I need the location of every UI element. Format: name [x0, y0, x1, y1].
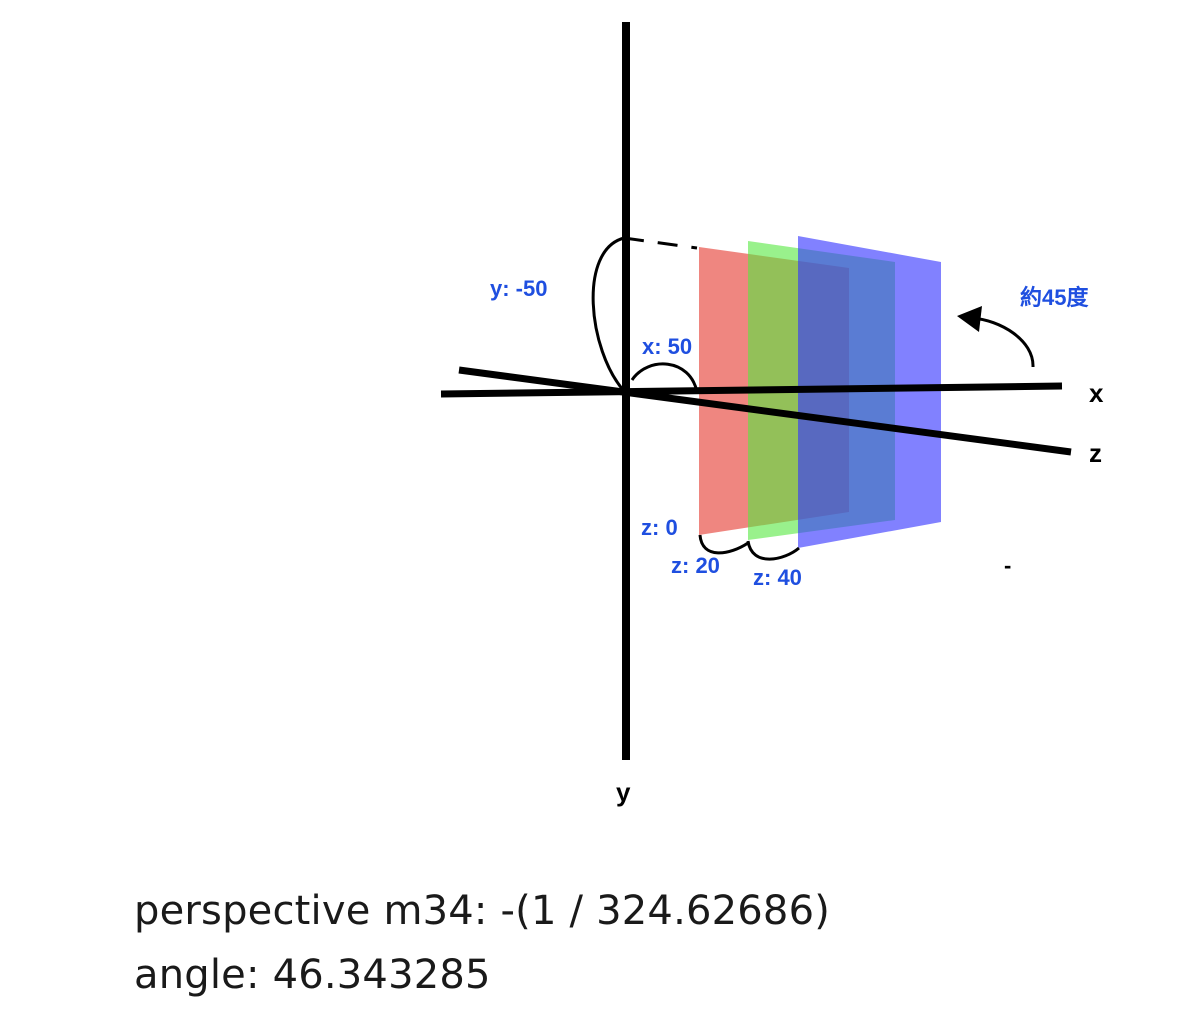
- y-offset-loop: [591, 236, 626, 392]
- rotation-arrow: [971, 316, 1035, 368]
- z-axis-label: z: [1089, 438, 1102, 468]
- y-axis-label: y: [616, 777, 631, 807]
- z-bracket-20-40: [746, 540, 800, 561]
- rotation-label: 約45度: [1020, 285, 1089, 310]
- x-axis-label: x: [1089, 378, 1104, 408]
- x-axis-line: [440, 382, 1063, 398]
- dash-mark: -: [1004, 553, 1011, 578]
- z40-label: z: 40: [753, 565, 802, 590]
- y-offset-label: y: -50: [490, 276, 547, 301]
- blue-layer: [798, 236, 941, 548]
- z-bracket-0-20: [698, 534, 749, 555]
- angle-readout: angle: 46.343285: [134, 952, 491, 998]
- z0-label: z: 0: [641, 515, 678, 540]
- rotation-arrowhead-icon: [957, 306, 982, 332]
- y-offset-dash: [623, 236, 698, 250]
- z20-label: z: 20: [671, 553, 720, 578]
- perspective-m34-readout: perspective m34: -(1 / 324.62686): [134, 888, 831, 934]
- x-offset-label: x: 50: [642, 334, 692, 359]
- x-offset-arc: [630, 362, 699, 393]
- z-axis-line: [458, 366, 1072, 456]
